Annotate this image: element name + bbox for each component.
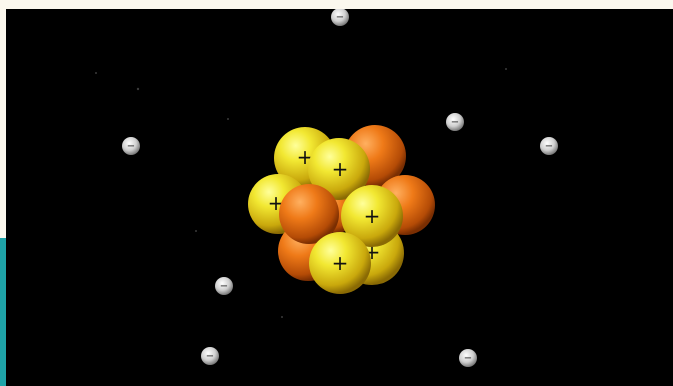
atom-model-svg: + + + + + + − − − − <box>95 9 558 367</box>
proton-plus-label: + <box>332 157 349 181</box>
electron <box>540 137 558 155</box>
electron-minus-label: − <box>206 351 214 362</box>
electrons: − − − − − − − <box>122 9 558 367</box>
neutron <box>279 184 339 244</box>
electron <box>331 9 349 26</box>
electron-minus-label: − <box>336 12 344 23</box>
electron <box>215 277 233 295</box>
electron-minus-label: − <box>464 353 472 364</box>
electron-minus-label: − <box>545 141 553 152</box>
electron <box>446 113 464 131</box>
proton-plus-label: + <box>332 251 349 275</box>
proton <box>309 232 371 294</box>
electron-minus-label: − <box>220 281 228 292</box>
proton-plus-label: + <box>364 204 381 228</box>
electron-minus-label: − <box>451 117 459 128</box>
electron <box>201 347 219 365</box>
electron <box>459 349 477 367</box>
atom-scene: + + + + + + − − − − <box>6 9 673 386</box>
proton <box>308 138 370 200</box>
electron <box>122 137 140 155</box>
nucleus: + + + + + + <box>248 125 435 294</box>
electron-minus-label: − <box>127 141 135 152</box>
proton <box>341 185 403 247</box>
background-specks <box>95 68 507 318</box>
